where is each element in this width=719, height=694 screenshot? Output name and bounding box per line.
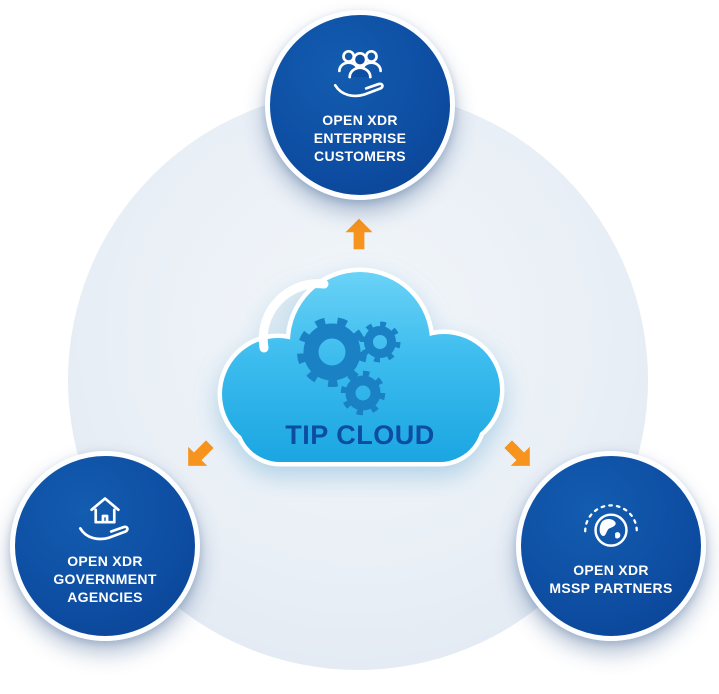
cloud-highlight-swoosh-icon (258, 279, 329, 353)
node-label-line: MSSP PARTNERS (549, 580, 673, 596)
node-label-line: GOVERNMENT (53, 571, 157, 588)
arrow-to-mssp-icon (504, 440, 530, 466)
arrow-to-enterprise-icon (345, 218, 373, 250)
node-label: OPEN XDR MSSP PARTNERS (549, 562, 672, 598)
tip-cloud (217, 267, 505, 467)
cloud-body (222, 272, 500, 462)
node-label-line: OPEN XDR (322, 112, 398, 129)
node-government-agencies: OPEN XDR GOVERNMENT AGENCIES (10, 451, 200, 641)
node-enterprise-customers: OPEN XDR ENTERPRISE CUSTOMERS (265, 10, 455, 200)
house-hand-icon (72, 485, 138, 547)
node-label-line: AGENCIES (67, 588, 143, 605)
gears-icon (297, 317, 401, 416)
tip-cloud-label: TIP CLOUD (285, 420, 435, 450)
node-label-line: CUSTOMERS (314, 147, 406, 164)
node-label-line: OPEN XDR (573, 562, 649, 579)
node-label-line: OPEN XDR (67, 553, 143, 570)
node-label-line: ENTERPRISE (313, 130, 407, 147)
globe-icon (578, 494, 644, 556)
arrow-to-government-icon (188, 440, 214, 466)
node-label: OPEN XDR ENTERPRISE CUSTOMERS (314, 112, 406, 166)
node-label: OPEN XDR GOVERNMENT AGENCIES (53, 553, 156, 607)
customers-icon (327, 44, 393, 106)
node-mssp-partners: OPEN XDR MSSP PARTNERS (516, 451, 706, 641)
